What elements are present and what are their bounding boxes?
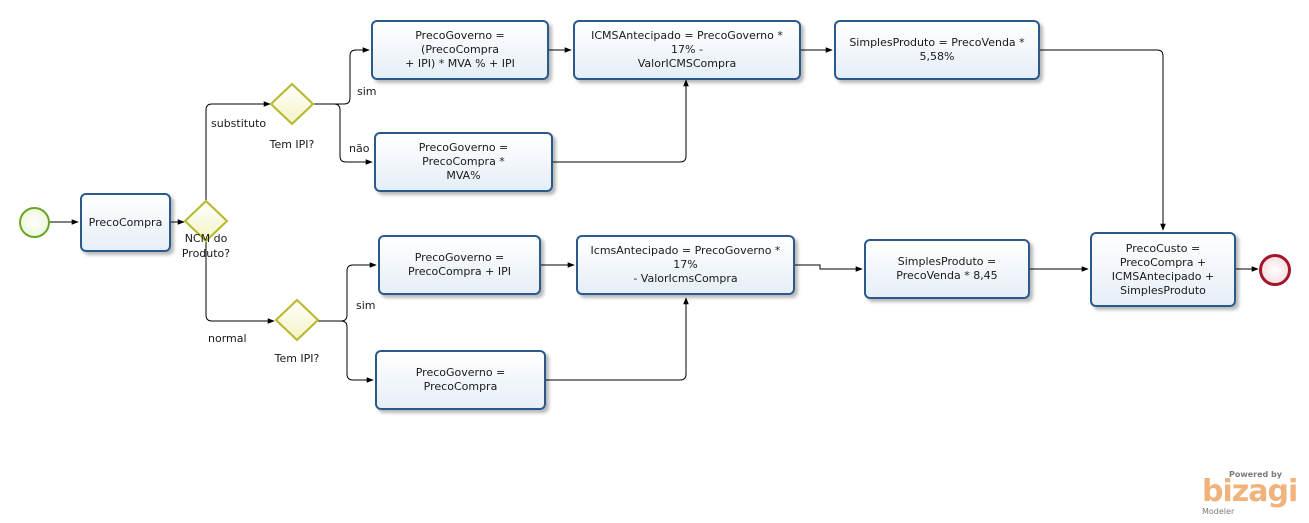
start-event[interactable] bbox=[19, 207, 50, 238]
modeler-text: Modeler bbox=[1202, 507, 1235, 516]
flow-label-normal: normal bbox=[208, 332, 247, 345]
flow-label-nao-top: não bbox=[349, 142, 370, 155]
flow-simples-sub-to-custo[interactable] bbox=[1040, 49, 1166, 231]
task-preco-governo-normal-sem-ipi[interactable]: PrecoGoverno = PrecoCompra bbox=[375, 350, 546, 410]
gateway-tem-ipi-top[interactable] bbox=[269, 82, 315, 126]
flow-pg-norm-noipi-to-icms[interactable] bbox=[546, 297, 689, 381]
powered-by-text: Powered by bbox=[1229, 470, 1282, 479]
flow-pg-sub-noipi-to-icms[interactable] bbox=[553, 79, 689, 163]
end-event[interactable] bbox=[1259, 254, 1291, 286]
gateway-ncm-label: NCM do Produto? bbox=[181, 232, 231, 260]
task-icms-antecipado-normal[interactable]: IcmsAntecipado = PrecoGoverno * 17% - Va… bbox=[576, 235, 795, 295]
flow-temipi-bottom-nao[interactable] bbox=[318, 320, 374, 383]
gateway-tem-ipi-bottom-label: Tem IPI? bbox=[274, 352, 320, 365]
task-preco-compra[interactable]: PrecoCompra bbox=[80, 193, 171, 252]
bizagi-wordmark: bizagi bbox=[1202, 474, 1298, 509]
task-preco-governo-substituto-sem-ipi[interactable]: PrecoGoverno = PrecoCompra * MVA% bbox=[374, 132, 553, 192]
task-icms-antecipado-substituto[interactable]: ICMSAntecipado = PrecoGoverno * 17% - Va… bbox=[573, 20, 801, 80]
flow-icms-norm-to-simples[interactable] bbox=[795, 264, 863, 272]
gateway-ncm[interactable] bbox=[183, 199, 229, 243]
flow-temipi-bottom-sim[interactable] bbox=[318, 262, 377, 322]
task-simples-produto-normal[interactable]: SimplesProduto = PrecoVenda * 8,45 bbox=[864, 239, 1030, 299]
task-preco-governo-normal-ipi[interactable]: PrecoGoverno = PrecoCompra + IPI bbox=[378, 235, 541, 295]
flow-ncm-normal[interactable] bbox=[205, 240, 275, 324]
flow-temipi-top-sim[interactable] bbox=[313, 47, 370, 105]
flow-label-substituto: substituto bbox=[211, 117, 267, 130]
flow-ncm-substituto[interactable] bbox=[205, 101, 271, 202]
gateway-tem-ipi-bottom[interactable] bbox=[274, 298, 320, 342]
gateway-tem-ipi-top-label: Tem IPI? bbox=[269, 138, 315, 151]
task-preco-governo-substituto-ipi[interactable]: PrecoGoverno = (PrecoCompra + IPI) * MVA… bbox=[371, 20, 549, 80]
flow-label-sim-top: sim bbox=[357, 85, 377, 98]
bizagi-logo: Powered by bizagi Modeler bbox=[1196, 470, 1298, 518]
task-simples-produto-substituto[interactable]: SimplesProduto = PrecoVenda * 5,58% bbox=[834, 20, 1040, 80]
task-preco-custo[interactable]: PrecoCusto = PrecoCompra + ICMSAntecipad… bbox=[1090, 232, 1236, 307]
flow-label-sim-bottom: sim bbox=[356, 299, 376, 312]
flow-temipi-top-nao[interactable] bbox=[313, 103, 373, 165]
